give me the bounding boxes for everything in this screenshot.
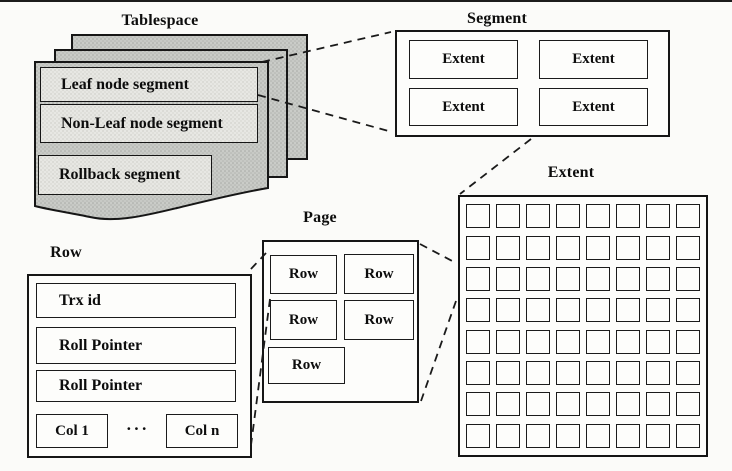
extent-page-cell bbox=[466, 298, 490, 323]
roll-pointer-field: Roll Pointer bbox=[36, 327, 236, 364]
extent-page-cell bbox=[586, 298, 610, 323]
connector-extent-page-bottom bbox=[420, 300, 457, 402]
extent-page-cell bbox=[496, 360, 520, 385]
extent-page-cell bbox=[646, 360, 670, 385]
extent-page-cell bbox=[676, 392, 700, 417]
col-last-field: Col n bbox=[166, 414, 238, 448]
connector-extent-page-top bbox=[419, 243, 457, 264]
row-box: Trx id Roll Pointer Roll Pointer Col 1 ·… bbox=[27, 274, 252, 458]
extent-page-cell bbox=[496, 329, 520, 354]
extent-page-cell bbox=[646, 392, 670, 417]
extent-page-cell bbox=[616, 235, 640, 260]
extent-page-cell bbox=[526, 235, 550, 260]
extent-page-cell bbox=[496, 423, 520, 448]
extent-page-cell bbox=[646, 235, 670, 260]
extent-page-cell bbox=[526, 423, 550, 448]
extent-page-cell bbox=[496, 204, 520, 229]
leaf-node-segment-bar: Leaf node segment bbox=[40, 67, 258, 102]
page-row-item: Row bbox=[344, 300, 414, 340]
extent-title: Extent bbox=[547, 164, 595, 181]
extent-page-cell bbox=[676, 204, 700, 229]
extent-item: Extent bbox=[539, 40, 648, 79]
nonleaf-node-segment-bar: Non-Leaf node segment bbox=[40, 104, 258, 143]
extent-page-cell bbox=[466, 204, 490, 229]
extent-page-cell bbox=[676, 235, 700, 260]
extent-page-cell bbox=[616, 204, 640, 229]
extent-page-cell bbox=[646, 298, 670, 323]
extent-page-cell bbox=[676, 298, 700, 323]
extent-page-cell bbox=[466, 235, 490, 260]
page-row-item: Row bbox=[344, 254, 414, 294]
columns-ellipsis: ··· bbox=[125, 419, 149, 438]
page-row-item: Row bbox=[270, 300, 337, 340]
page-title: Page bbox=[303, 209, 337, 226]
extent-page-cell bbox=[556, 329, 580, 354]
extent-page-cell bbox=[496, 298, 520, 323]
extent-item: Extent bbox=[409, 88, 518, 126]
trx-id-field: Trx id bbox=[36, 283, 236, 318]
extent-item: Extent bbox=[539, 88, 648, 126]
extent-page-cell bbox=[646, 423, 670, 448]
extent-page-cell bbox=[556, 392, 580, 417]
page-row-item: Row bbox=[268, 347, 345, 384]
extent-page-cell bbox=[526, 329, 550, 354]
extent-page-cell bbox=[556, 266, 580, 291]
extent-page-cell bbox=[496, 235, 520, 260]
extent-page-cell bbox=[526, 392, 550, 417]
tablespace-title: Tablespace bbox=[121, 12, 199, 29]
extent-page-cell bbox=[676, 329, 700, 354]
extent-page-cell bbox=[556, 423, 580, 448]
extent-page-cell bbox=[676, 423, 700, 448]
extent-page-cell bbox=[586, 392, 610, 417]
extent-page-cell bbox=[616, 266, 640, 291]
extent-item: Extent bbox=[409, 40, 518, 79]
extent-page-cell bbox=[556, 298, 580, 323]
extent-page-cell bbox=[466, 329, 490, 354]
extent-page-cell bbox=[676, 266, 700, 291]
segment-title: Segment bbox=[466, 10, 528, 27]
extent-page-cell bbox=[616, 360, 640, 385]
rollback-segment-bar: Rollback segment bbox=[38, 155, 212, 195]
extent-page-cell bbox=[586, 204, 610, 229]
extent-page-cell bbox=[586, 360, 610, 385]
connector-tablespace-segment-bottom bbox=[257, 94, 393, 133]
extent-page-cell bbox=[526, 204, 550, 229]
extent-page-cell bbox=[676, 360, 700, 385]
extent-page-cell bbox=[616, 329, 640, 354]
extent-page-cell bbox=[496, 266, 520, 291]
col-first-field: Col 1 bbox=[36, 414, 108, 448]
extent-page-cell bbox=[556, 204, 580, 229]
extent-page-cell bbox=[466, 392, 490, 417]
extent-page-cell bbox=[466, 360, 490, 385]
extent-page-cell bbox=[586, 266, 610, 291]
row-title: Row bbox=[50, 244, 82, 261]
extent-page-cell bbox=[616, 298, 640, 323]
roll-pointer-field: Roll Pointer bbox=[36, 370, 236, 402]
extent-page-cell bbox=[466, 266, 490, 291]
extent-page-cell bbox=[526, 360, 550, 385]
extent-page-cell bbox=[646, 204, 670, 229]
segment-box: Extent Extent Extent Extent bbox=[395, 30, 670, 137]
extent-page-cell bbox=[586, 235, 610, 260]
extent-page-cell bbox=[526, 266, 550, 291]
extent-page-cell bbox=[466, 423, 490, 448]
extent-page-cell bbox=[526, 298, 550, 323]
page-row-item: Row bbox=[270, 255, 337, 294]
extent-page-cell bbox=[646, 266, 670, 291]
extent-page-cell bbox=[616, 423, 640, 448]
page-box: Row Row Row Row Row bbox=[262, 240, 419, 403]
extent-page-cell bbox=[556, 235, 580, 260]
extent-page-cell bbox=[586, 423, 610, 448]
extent-grid-cells bbox=[458, 195, 708, 457]
extent-page-cell bbox=[616, 392, 640, 417]
extent-page-cell bbox=[556, 360, 580, 385]
extent-page-cell bbox=[586, 329, 610, 354]
connector-tablespace-segment-top bbox=[261, 31, 392, 63]
extent-page-cell bbox=[646, 329, 670, 354]
extent-page-cell bbox=[496, 392, 520, 417]
